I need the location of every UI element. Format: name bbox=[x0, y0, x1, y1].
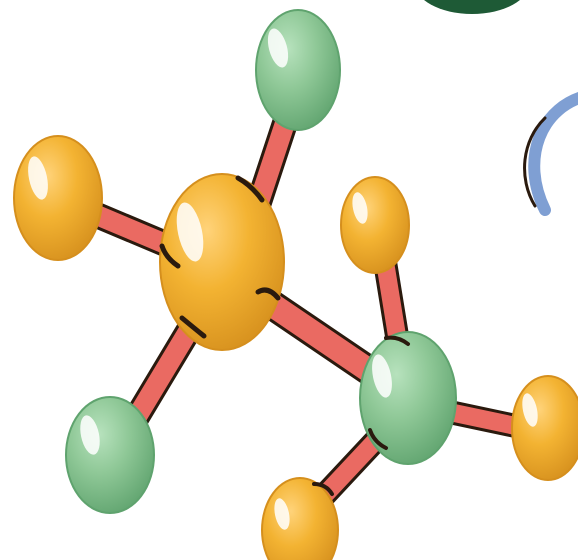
atom-small-top-orange bbox=[340, 176, 410, 274]
atom-top-green bbox=[255, 9, 341, 131]
atom-hub-green bbox=[359, 331, 457, 465]
bond-center-hub bbox=[250, 285, 395, 393]
dark-green-shape-top bbox=[424, 0, 520, 14]
bond-hub-top bbox=[373, 250, 410, 354]
atom-left-orange bbox=[13, 135, 103, 261]
bond-center-bottom bbox=[122, 312, 205, 433]
atom-right-orange bbox=[511, 375, 578, 481]
atom-center-orange bbox=[159, 173, 285, 351]
blue-ring-right bbox=[523, 92, 578, 216]
atom-bottom-orange bbox=[261, 477, 339, 560]
atom-bottom-left-green bbox=[65, 396, 155, 514]
atoms bbox=[13, 9, 578, 560]
